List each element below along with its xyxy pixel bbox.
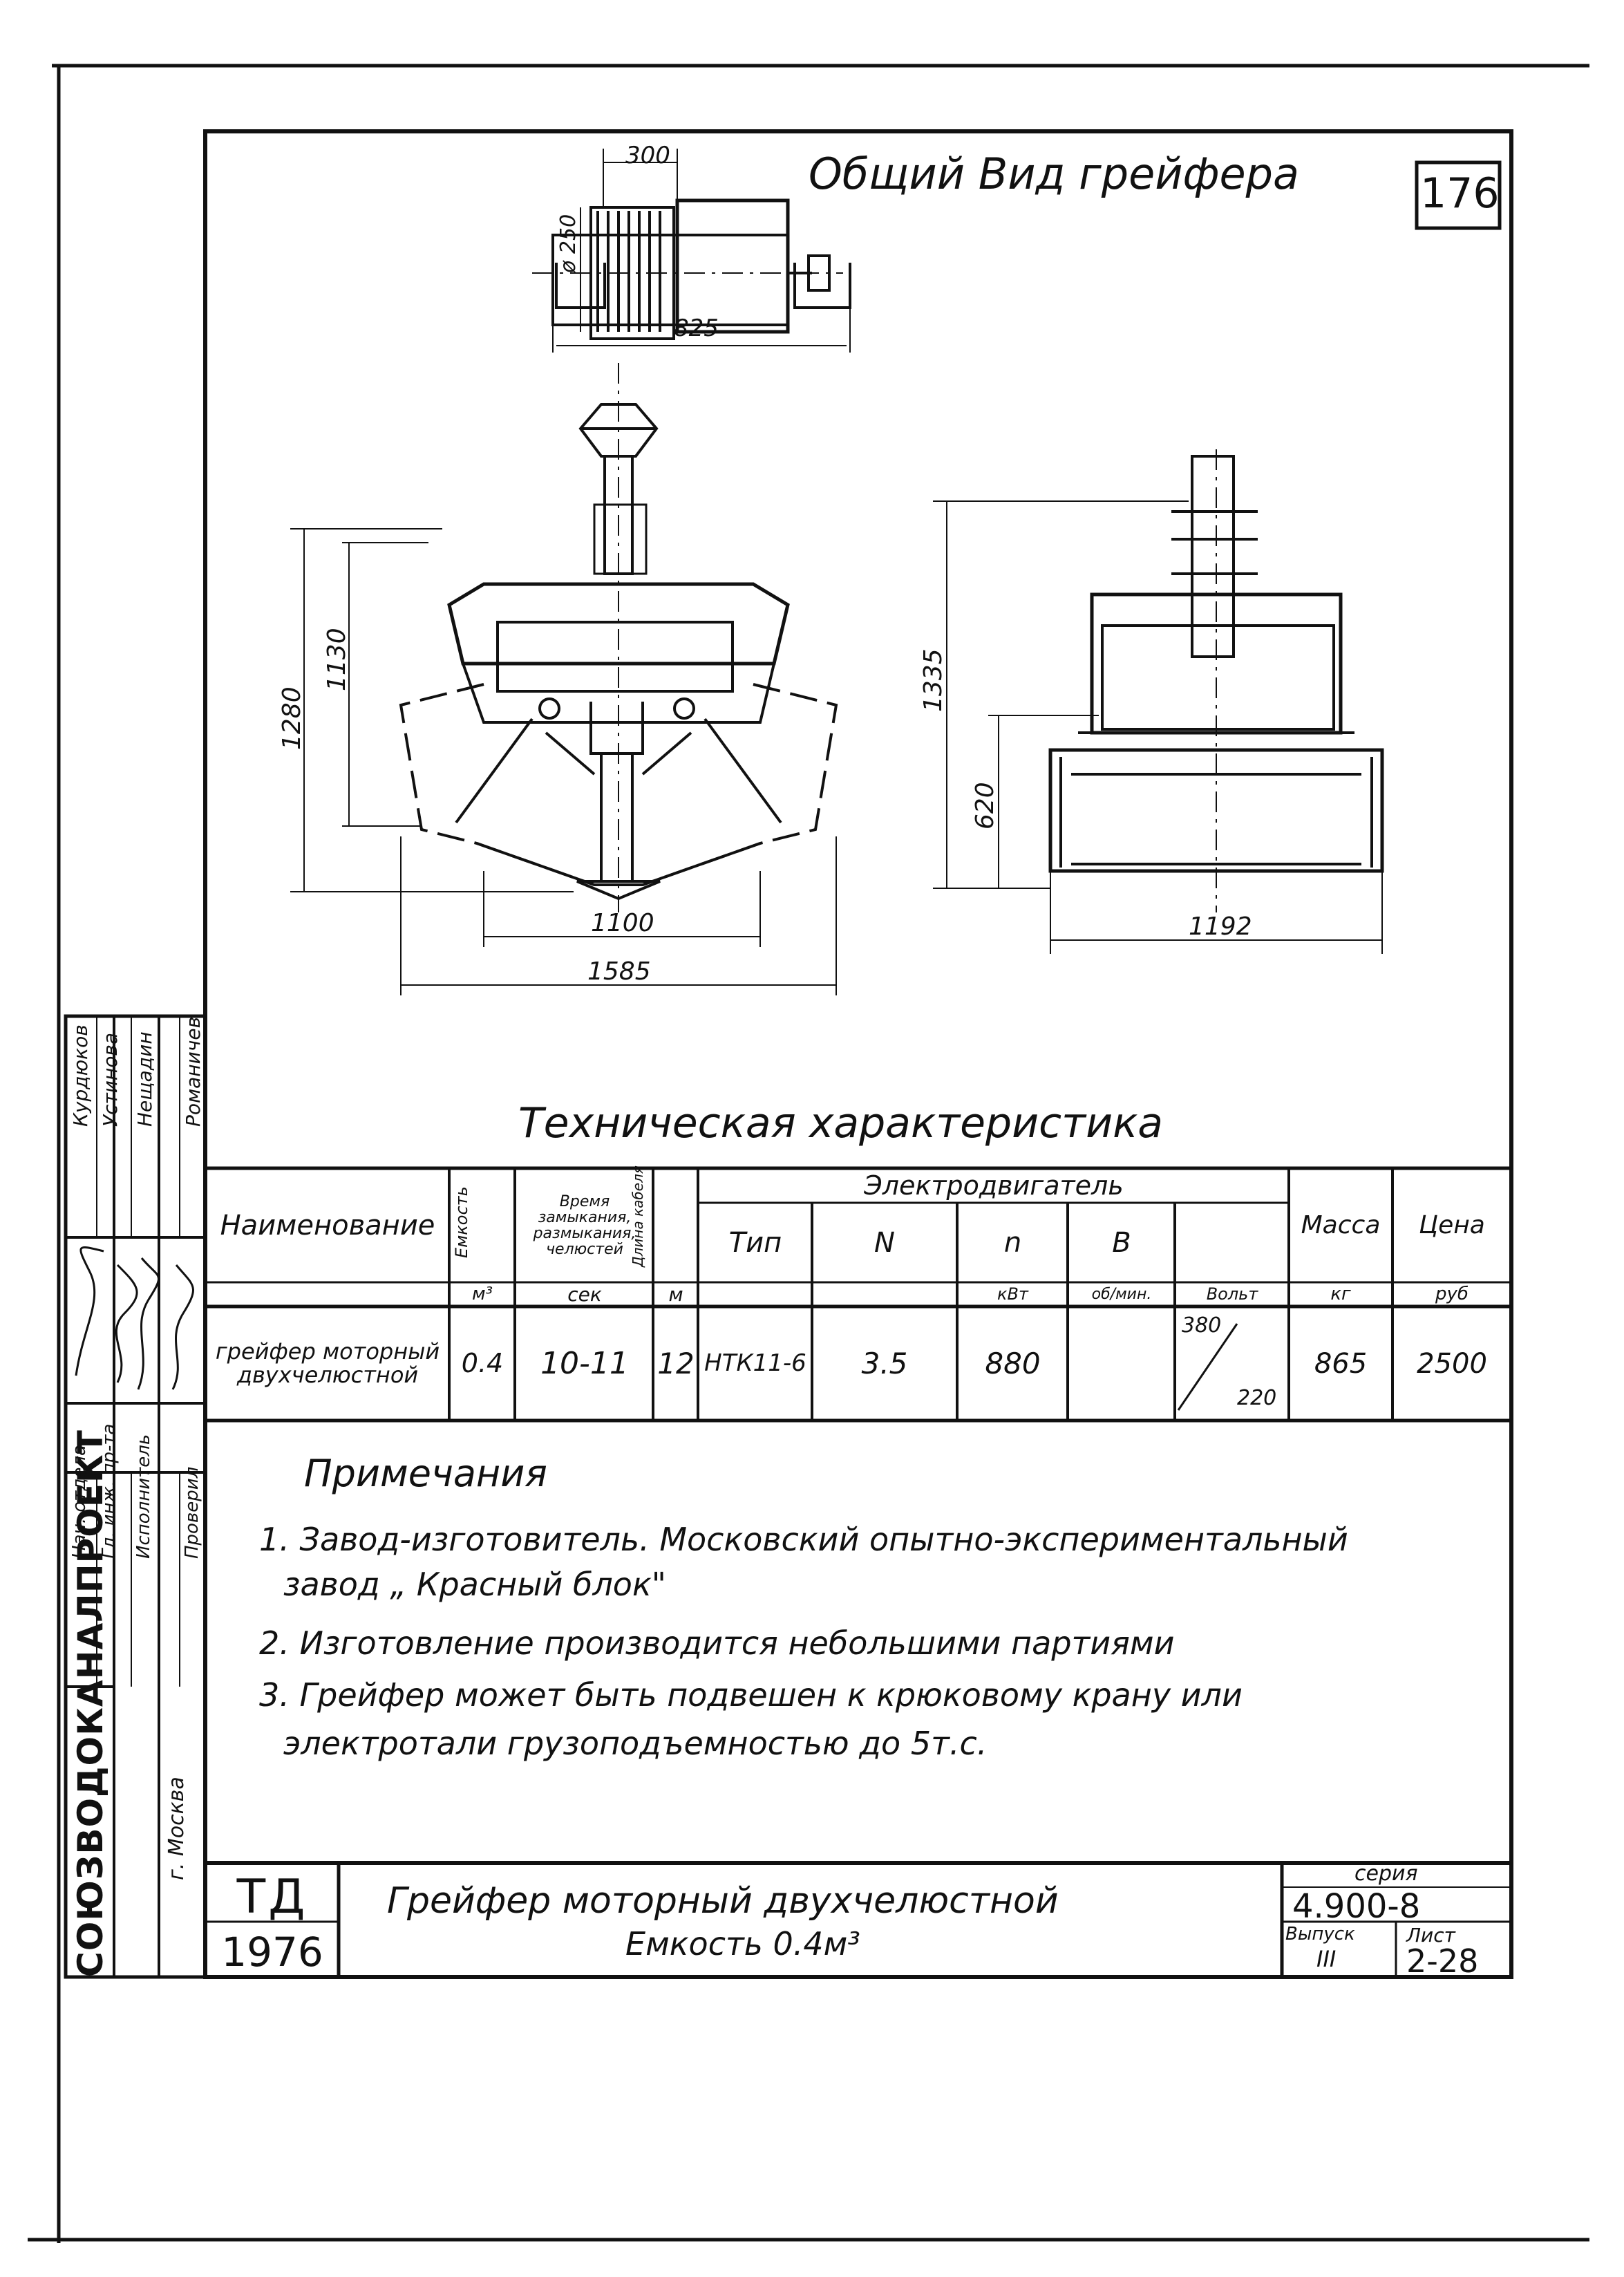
unit-n: кВт	[997, 1284, 1028, 1304]
row-mass: 865	[1314, 1348, 1368, 1380]
drawing-title: Общий Вид грейфера	[809, 149, 1300, 199]
sidebar-name-3: Нещадин	[133, 1031, 156, 1127]
unit-voltage: Вольт	[1206, 1284, 1258, 1304]
sheet-value: 2-28	[1406, 1942, 1479, 1980]
note-3-continued: электротали грузоподъемностью до 5т.с.	[283, 1725, 988, 1762]
row-capacity: 0.4	[461, 1348, 504, 1379]
sidebar-role-2: Гл. инж. пр-та	[99, 1423, 120, 1559]
series-label: серия	[1354, 1862, 1418, 1886]
dim-height-open: 1130	[323, 628, 351, 691]
dim-height-total: 1280	[278, 686, 306, 750]
row-type: НТК11-6	[704, 1349, 806, 1378]
dim-winch-length: 825	[674, 315, 719, 342]
note-2: 2. Изготовление производится небольшими …	[259, 1624, 1175, 1662]
col-capacity: Емкость	[451, 1170, 514, 1282]
org-logo: ТД	[236, 1870, 308, 1924]
col-n: N	[874, 1227, 895, 1259]
sidebar-frame	[64, 1014, 207, 1979]
col-price: Цена	[1419, 1211, 1485, 1240]
row-speed: 880	[985, 1346, 1041, 1380]
dim-open-span: 1585	[587, 957, 651, 986]
row-voltage-low: 220	[1237, 1386, 1277, 1410]
unit-price: руб	[1435, 1283, 1469, 1304]
unit-time: сек	[567, 1282, 602, 1306]
dim-side-lower: 620	[971, 782, 999, 830]
issue-value: III	[1316, 1946, 1337, 1972]
unit-cable: м	[668, 1282, 683, 1306]
row-time: 10-11	[540, 1345, 629, 1381]
issue-label: Выпуск	[1285, 1924, 1355, 1945]
col-speed: n	[1003, 1227, 1022, 1259]
dim-jaw-span: 1100	[591, 909, 654, 937]
note-1-continued: завод „ Красный блок"	[283, 1566, 666, 1603]
sidebar-role-3: Исполнитель	[133, 1434, 154, 1559]
col-voltage: В	[1112, 1227, 1131, 1259]
dim-drum-diameter: ø 250	[556, 214, 580, 273]
note-3: 3. Грейфер может быть подвешен к крюково…	[259, 1676, 1243, 1714]
unit-capacity: м³	[471, 1283, 493, 1304]
sidebar-city: г. Москва	[164, 1777, 189, 1880]
grab-front-view	[290, 363, 838, 995]
sidebar-role-1: Нач. отдела	[69, 1445, 90, 1559]
dim-side-height: 1335	[919, 648, 947, 712]
col-motor: Электродвигатель	[864, 1170, 1124, 1201]
col-cable-label: Длина кабеля	[629, 1165, 646, 1267]
col-cable: Длина кабеля	[630, 1165, 697, 1282]
row-price: 2500	[1417, 1348, 1487, 1380]
col-name: Наименование	[220, 1210, 435, 1241]
row-n: 3.5	[861, 1346, 908, 1380]
dim-side-width: 1192	[1189, 912, 1252, 941]
sidebar-name-4: Романичев	[182, 1016, 205, 1127]
col-mass: Масса	[1301, 1211, 1381, 1240]
winch-view	[532, 149, 851, 353]
title-year: 1976	[221, 1929, 323, 1976]
row-name: грейфер моторный двухчелюстной	[215, 1338, 440, 1388]
sheet-label: Лист	[1406, 1924, 1455, 1947]
title-block-grid	[205, 1861, 1511, 1977]
col-time: Время замыкания, размыкания, челюстей	[533, 1192, 636, 1259]
page-number-box	[1415, 160, 1502, 230]
sidebar-name-1: Курдюков	[69, 1024, 92, 1127]
unit-mass: кг	[1330, 1283, 1351, 1304]
page-number: 176	[1420, 169, 1500, 218]
tech-heading: Техническая характеристика	[518, 1099, 1164, 1147]
col-type: Тип	[728, 1227, 782, 1259]
sidebar-role-4: Проверил	[182, 1466, 202, 1559]
note-1: 1. Завод-изготовитель. Московский опытно…	[259, 1521, 1348, 1558]
sidebar-name-2: Устинова	[99, 1032, 122, 1127]
col-capacity-label: Емкость	[452, 1186, 472, 1259]
row-voltage-high: 380	[1182, 1313, 1222, 1338]
dim-winch-width: 300	[625, 142, 670, 169]
series-value: 4.900-8	[1292, 1887, 1421, 1926]
row-cable: 12	[657, 1346, 695, 1380]
notes-heading: Примечания	[304, 1452, 547, 1495]
tech-table-grid	[205, 1166, 1511, 1423]
title-name-line2: Емкость 0.4м³	[625, 1925, 860, 1962]
unit-speed: об/мин.	[1091, 1285, 1152, 1303]
title-name-line1: Грейфер моторный двухчелюстной	[387, 1880, 1059, 1922]
grab-side-view	[933, 449, 1384, 954]
